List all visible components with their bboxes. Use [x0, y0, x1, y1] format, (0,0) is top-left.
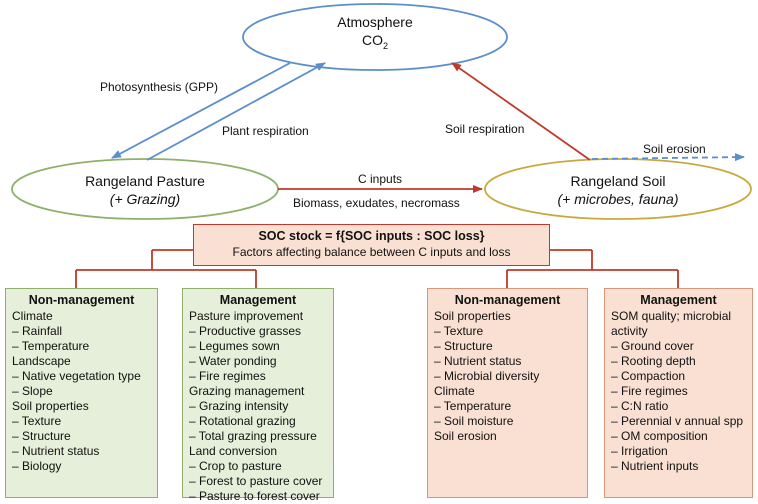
soil-erosion-arrow: [591, 153, 745, 162]
soil-node: Rangeland Soil (+ microbes, fauna): [508, 172, 728, 208]
pasture-title: Rangeland Pasture: [85, 173, 205, 189]
soil-title: Rangeland Soil: [570, 173, 666, 189]
factor-item: – Perennial v annual spp: [611, 414, 744, 428]
photosynthesis-arrow: [111, 62, 291, 159]
soil-respiration-label: Soil respiration: [445, 122, 525, 136]
factor-item: activity: [611, 324, 648, 338]
tree-connectors: [75, 249, 679, 288]
atmosphere-title: Atmosphere: [337, 14, 413, 30]
factor-item: – Structure: [12, 429, 71, 443]
factor-item: – Pasture to forest cover: [189, 489, 320, 503]
factor-item: – Productive grasses: [189, 324, 302, 338]
factor-item: – Forest to pasture cover: [189, 474, 323, 488]
factor-item: – Fire regimes: [611, 384, 688, 398]
factor-item: – Irrigation: [611, 444, 668, 458]
factor-item: – Compaction: [611, 369, 686, 383]
soc-subtitle: Factors affecting balance between C inpu…: [232, 245, 511, 259]
factor-item: Climate: [434, 384, 475, 398]
factor-item: – Rainfall: [12, 324, 63, 338]
atmosphere-ellipse: [242, 3, 508, 71]
box-heading: Non-management: [28, 293, 135, 307]
factor-item: – Water ponding: [189, 354, 277, 368]
factor-item: – Grazing intensity: [189, 399, 289, 413]
factor-item: – Nutrient inputs: [611, 459, 699, 473]
pasture-subtitle: (+ Grazing): [109, 191, 181, 207]
factor-item: – Temperature: [12, 339, 90, 353]
c-inputs-detail-label: Biomass, exudates, necromass: [293, 196, 460, 210]
factor-item: Climate: [12, 309, 53, 323]
factor-item: – C:N ratio: [611, 399, 669, 413]
factor-item: – Biology: [12, 459, 62, 473]
factor-item: Grazing management: [189, 384, 305, 398]
photosynthesis-label: Photosynthesis (GPP): [100, 80, 219, 94]
box-heading: Non-management: [454, 293, 561, 307]
pasture-non-management-box: Non-management Climate– Rainfall– Temper…: [5, 288, 158, 498]
factor-item: SOM quality; microbial: [611, 309, 732, 323]
factor-item: – Temperature: [434, 399, 512, 413]
factor-item: Pasture improvement: [189, 309, 304, 323]
box-heading: Management: [219, 293, 297, 307]
soil-respiration-arrow: [451, 62, 591, 161]
plant-respiration-arrow: [146, 62, 326, 161]
soil-non-management-box: Non-management Soil properties– Texture–…: [427, 288, 588, 498]
soil-erosion-label: Soil erosion: [643, 142, 706, 156]
factor-item: Soil erosion: [434, 429, 497, 443]
factor-item: – Soil moisture: [434, 414, 514, 428]
factor-item: – Rotational grazing: [189, 414, 296, 428]
factor-item: – Texture: [12, 414, 62, 428]
pasture-node: Rangeland Pasture (+ Grazing): [45, 172, 245, 208]
factor-item: – Structure: [434, 339, 493, 353]
co2-label: CO2: [361, 32, 388, 51]
factor-item: – Legumes sown: [189, 339, 280, 353]
c-inputs-label: C inputs: [358, 172, 403, 186]
soc-title: SOC stock = f{SOC inputs : SOC loss}: [258, 229, 485, 243]
factor-item: – Nutrient status: [434, 354, 522, 368]
factor-item: – Nutrient status: [12, 444, 100, 458]
pasture-management-box: Management Pasture improvement– Producti…: [182, 288, 334, 503]
factor-item: – Microbial diversity: [434, 369, 540, 383]
factor-item: Landscape: [12, 354, 71, 368]
atmosphere-node: Atmosphere CO2: [275, 13, 475, 55]
box-heading: Management: [640, 293, 717, 307]
soil-subtitle: (+ microbes, fauna): [557, 191, 679, 207]
soc-stock-box: SOC stock = f{SOC inputs : SOC loss} Fac…: [193, 224, 550, 266]
factor-item: Soil properties: [434, 309, 511, 323]
factor-item: Soil properties: [12, 399, 89, 413]
factor-item: – Native vegetation type: [12, 369, 141, 383]
plant-respiration-label: Plant respiration: [222, 124, 309, 138]
factor-item: – OM composition: [611, 429, 708, 443]
factor-item: – Slope: [12, 384, 53, 398]
factor-item: Land conversion: [189, 444, 278, 458]
factor-item: – Rooting depth: [611, 354, 696, 368]
factor-item: – Total grazing pressure: [189, 429, 317, 443]
factor-item: – Crop to pasture: [189, 459, 282, 473]
factor-item: – Fire regimes: [189, 369, 266, 383]
factor-item: – Texture: [434, 324, 484, 338]
factor-item: – Ground cover: [611, 339, 694, 353]
